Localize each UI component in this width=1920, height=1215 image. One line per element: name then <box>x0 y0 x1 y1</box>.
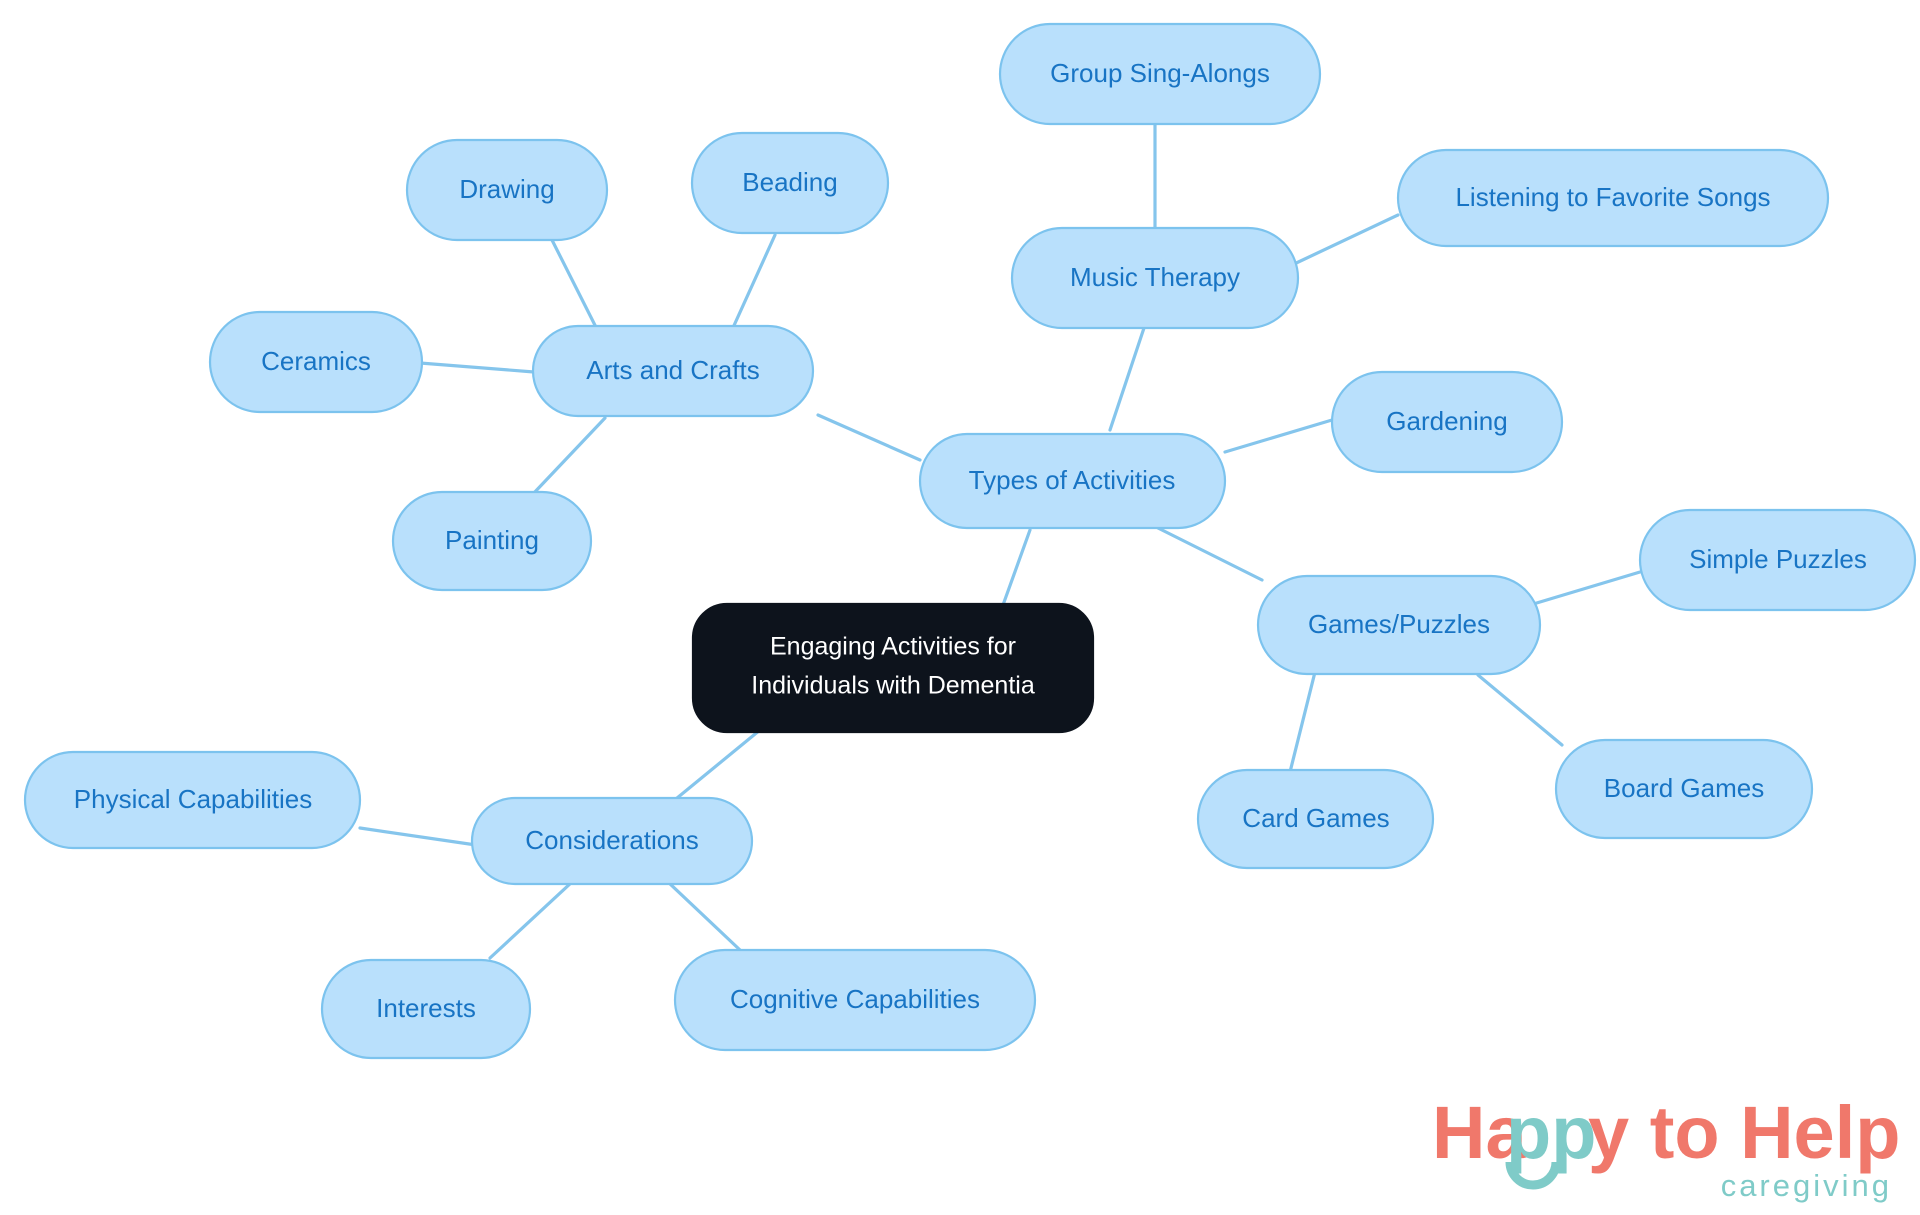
node-label-games-puzzles: Games/Puzzles <box>1308 609 1490 639</box>
edge-considerations-cognitive-capabilities <box>666 880 742 952</box>
brand-logo-svg: Ha pp y to Help caregiving <box>1432 1096 1900 1203</box>
node-shape-considerations[interactable] <box>470 796 754 886</box>
node-label-types-of-activities: Types of Activities <box>969 465 1176 495</box>
node-shape-interests[interactable] <box>320 958 532 1060</box>
node-group-sing-alongs[interactable]: Group Sing-Alongs <box>998 22 1322 126</box>
node-shape-listening-to-favorite-songs[interactable] <box>1396 148 1830 248</box>
node-shape-cognitive-capabilities[interactable] <box>673 948 1037 1052</box>
node-shape-drawing[interactable] <box>405 138 609 242</box>
node-label-gardening: Gardening <box>1386 406 1507 436</box>
edge-considerations-physical-capabilities <box>358 826 478 847</box>
node-shape-simple-puzzles[interactable] <box>1638 508 1917 612</box>
node-label-cognitive-capabilities: Cognitive Capabilities <box>730 984 980 1014</box>
node-label-group-sing-alongs: Group Sing-Alongs <box>1050 58 1270 88</box>
node-shape-physical-capabilities[interactable] <box>23 750 362 850</box>
logo-tagline: caregiving <box>1721 1168 1892 1203</box>
node-label-root-line2: Individuals with Dementia <box>751 672 1035 700</box>
smile-arc-icon <box>1505 1161 1561 1190</box>
edge-types-games-puzzles <box>1156 526 1264 582</box>
node-drawing[interactable]: Drawing <box>405 138 609 242</box>
node-label-card-games: Card Games <box>1242 803 1389 833</box>
node-label-simple-puzzles: Simple Puzzles <box>1689 544 1867 574</box>
node-label-considerations: Considerations <box>525 825 698 855</box>
node-shape-games-puzzles[interactable] <box>1256 574 1542 676</box>
node-painting[interactable]: Painting <box>391 490 593 592</box>
edge-layer <box>358 123 1642 960</box>
node-label-ceramics: Ceramics <box>261 346 371 376</box>
node-physical-capabilities[interactable]: Physical Capabilities <box>23 750 362 850</box>
node-shape-gardening[interactable] <box>1330 370 1564 474</box>
edge-types-gardening <box>1223 418 1334 454</box>
node-shape-beading[interactable] <box>690 131 890 235</box>
node-games-puzzles[interactable]: Games/Puzzles <box>1256 574 1542 676</box>
logo-text-part3: y to Help <box>1588 1096 1900 1174</box>
node-beading[interactable]: Beading <box>690 131 890 235</box>
edge-games-simple-puzzles <box>1528 570 1642 607</box>
logo-text-part2: pp <box>1506 1096 1596 1174</box>
node-listening-to-favorite-songs[interactable]: Listening to Favorite Songs <box>1396 148 1830 248</box>
node-shape-group-sing-alongs[interactable] <box>998 22 1322 126</box>
node-label-physical-capabilities: Physical Capabilities <box>74 784 312 814</box>
node-root[interactable]: Engaging Activities for Individuals with… <box>691 602 1095 734</box>
logo-text-part1: Ha <box>1432 1096 1527 1174</box>
node-shape-types-of-activities[interactable] <box>918 432 1227 530</box>
node-shape-music-therapy[interactable] <box>1010 226 1300 330</box>
edge-types-music-therapy <box>1108 323 1147 432</box>
node-label-drawing: Drawing <box>459 174 554 204</box>
edge-root-types-of-activities <box>1001 528 1032 607</box>
node-shape-arts-and-crafts[interactable] <box>531 324 815 418</box>
node-shape-painting[interactable] <box>391 490 593 592</box>
node-arts-and-crafts[interactable]: Arts and Crafts <box>531 324 815 418</box>
edge-games-card-games <box>1288 670 1317 774</box>
node-label-listening-to-favorite-songs: Listening to Favorite Songs <box>1455 182 1770 212</box>
brand-logo: Ha pp y to Help caregiving <box>1432 1096 1902 1208</box>
edge-types-arts-and-crafts <box>816 413 922 462</box>
node-label-beading: Beading <box>742 167 837 197</box>
node-cognitive-capabilities[interactable]: Cognitive Capabilities <box>673 948 1037 1052</box>
node-board-games[interactable]: Board Games <box>1554 738 1814 840</box>
node-shape-board-games[interactable] <box>1554 738 1814 840</box>
node-label-board-games: Board Games <box>1604 773 1764 803</box>
node-music-therapy[interactable]: Music Therapy <box>1010 226 1300 330</box>
node-label-arts-and-crafts: Arts and Crafts <box>586 355 759 385</box>
node-label-painting: Painting <box>445 525 539 555</box>
node-label-root-line1: Engaging Activities for <box>770 633 1016 661</box>
edge-arts-ceramics <box>418 361 536 374</box>
node-ceramics[interactable]: Ceramics <box>208 310 424 414</box>
node-label-music-therapy: Music Therapy <box>1070 262 1240 292</box>
node-interests[interactable]: Interests <box>320 958 532 1060</box>
edge-games-board-games <box>1476 673 1564 747</box>
edge-considerations-interests <box>488 880 574 960</box>
node-shape-root[interactable] <box>691 602 1095 734</box>
node-shape-card-games[interactable] <box>1196 768 1435 870</box>
node-considerations[interactable]: Considerations <box>470 796 754 886</box>
edge-arts-painting <box>530 416 607 497</box>
edge-music-listening-favorite-songs <box>1290 213 1400 267</box>
node-shape-ceramics[interactable] <box>208 310 424 414</box>
node-label-interests: Interests <box>376 993 476 1023</box>
node-types-of-activities[interactable]: Types of Activities <box>918 432 1227 530</box>
node-gardening[interactable]: Gardening <box>1330 370 1564 474</box>
node-simple-puzzles[interactable]: Simple Puzzles <box>1638 508 1917 612</box>
node-card-games[interactable]: Card Games <box>1196 768 1435 870</box>
